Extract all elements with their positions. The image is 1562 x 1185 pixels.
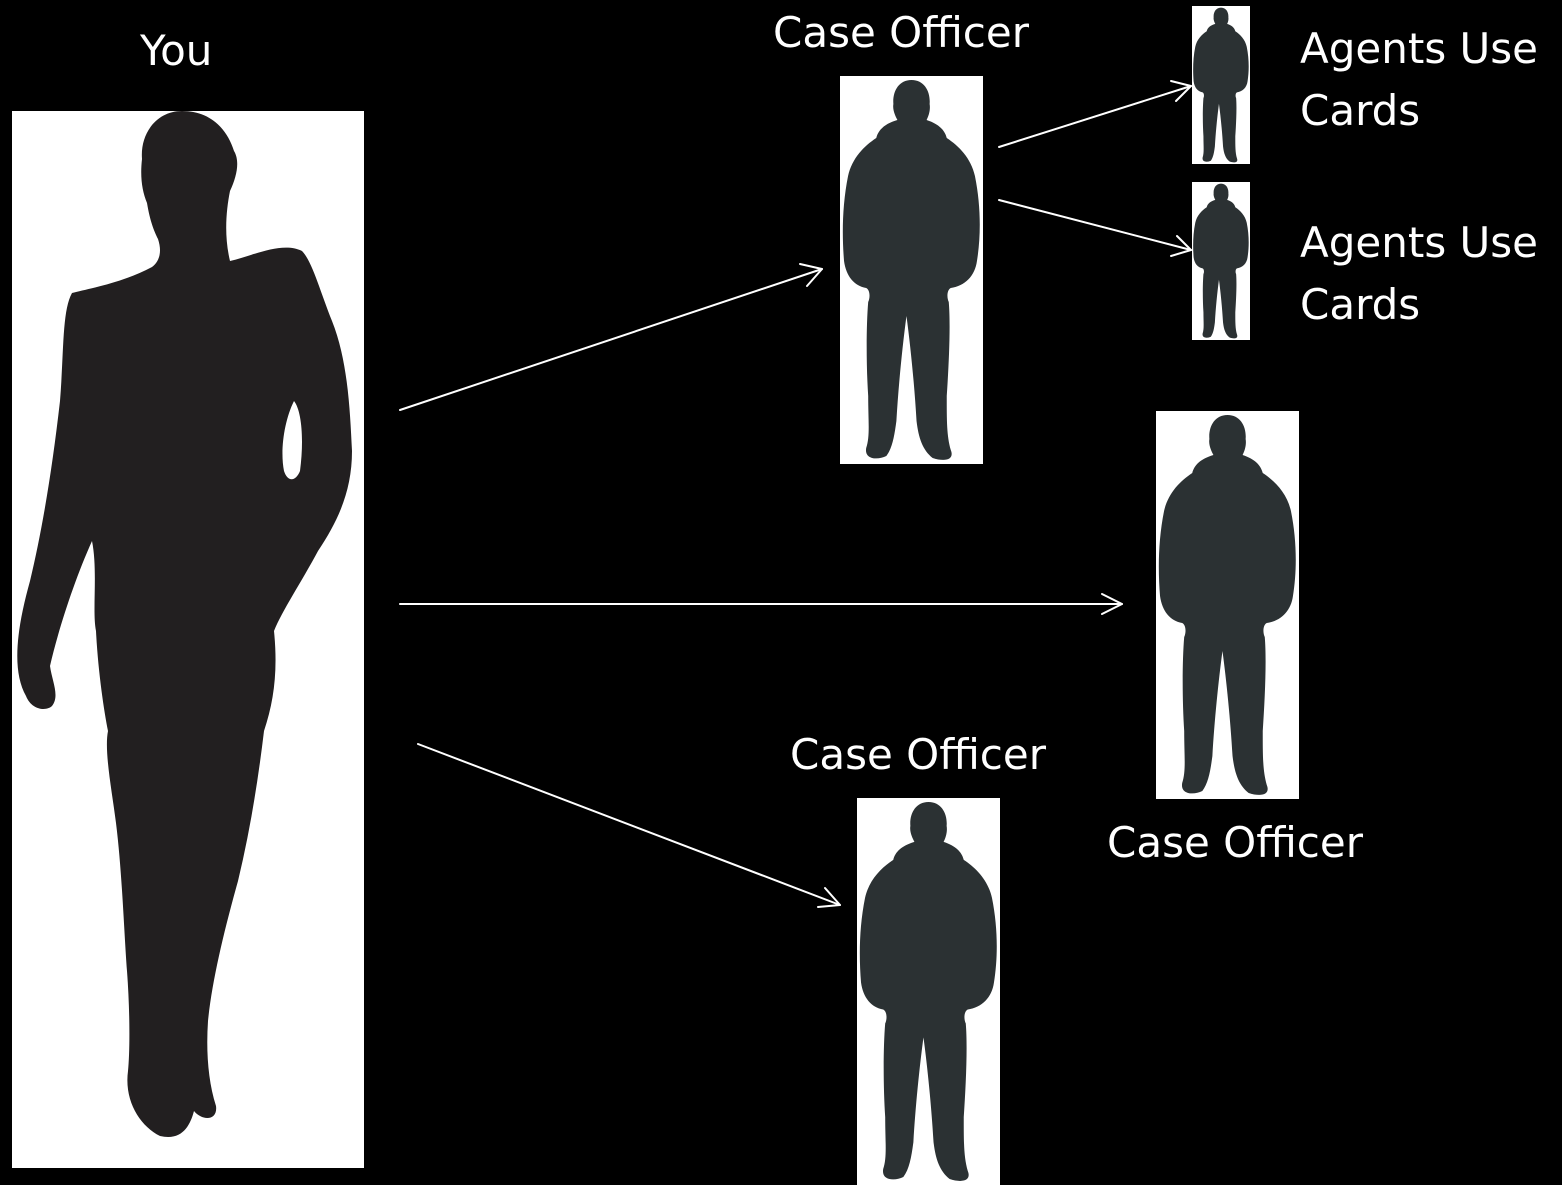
arrow-you-to-officer-middle	[400, 594, 1122, 614]
arrow-officer-to-agent-2	[999, 200, 1191, 256]
arrow-you-to-officer-bottom	[418, 744, 840, 907]
arrow-officer-to-agent-1	[999, 81, 1191, 147]
arrow-you-to-officer-top	[400, 264, 822, 410]
